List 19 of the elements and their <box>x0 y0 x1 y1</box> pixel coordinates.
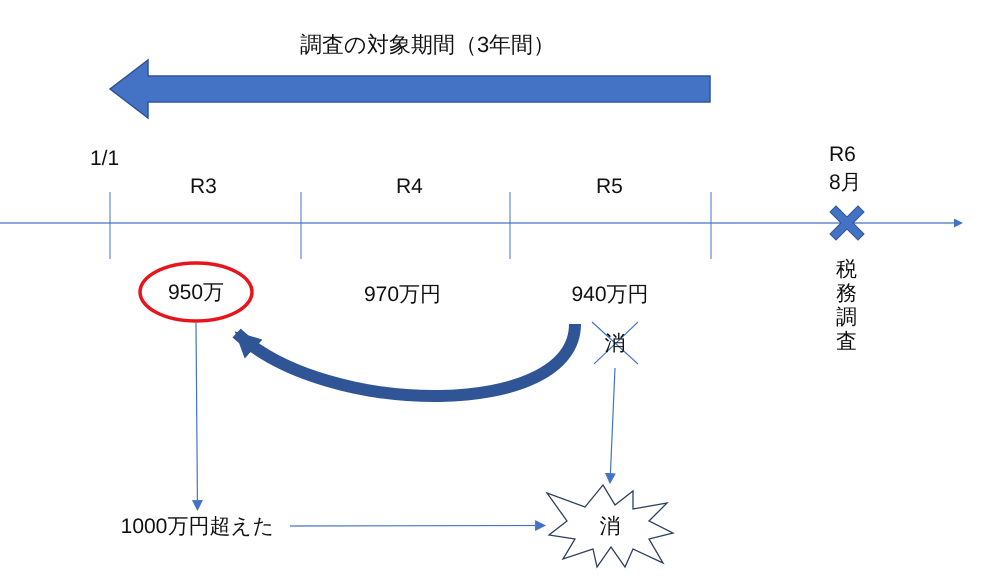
circled-amount <box>138 261 254 323</box>
note-text: 1000万円超えた <box>105 510 290 542</box>
kanji-text: 消 <box>600 514 620 540</box>
date-label: 1/1 <box>90 146 120 172</box>
month-label: 8月 <box>829 170 862 196</box>
year-label: R4 <box>396 174 423 200</box>
event-label: 税務調査 <box>836 258 858 354</box>
arrow <box>604 368 616 484</box>
amount-text: 950万 <box>168 280 224 306</box>
burst-shape <box>545 483 675 568</box>
arrow <box>290 520 546 532</box>
amount-text: 940万円 <box>560 278 660 310</box>
year-label: R3 <box>190 174 217 200</box>
arrow <box>192 323 203 512</box>
period-heading: 調査の対象期間（3年間） <box>300 32 556 58</box>
amount-label: 970万円 <box>364 282 442 308</box>
year-label: R5 <box>596 174 623 200</box>
curved-arrow <box>232 322 581 402</box>
year-label: R6 <box>829 142 856 168</box>
